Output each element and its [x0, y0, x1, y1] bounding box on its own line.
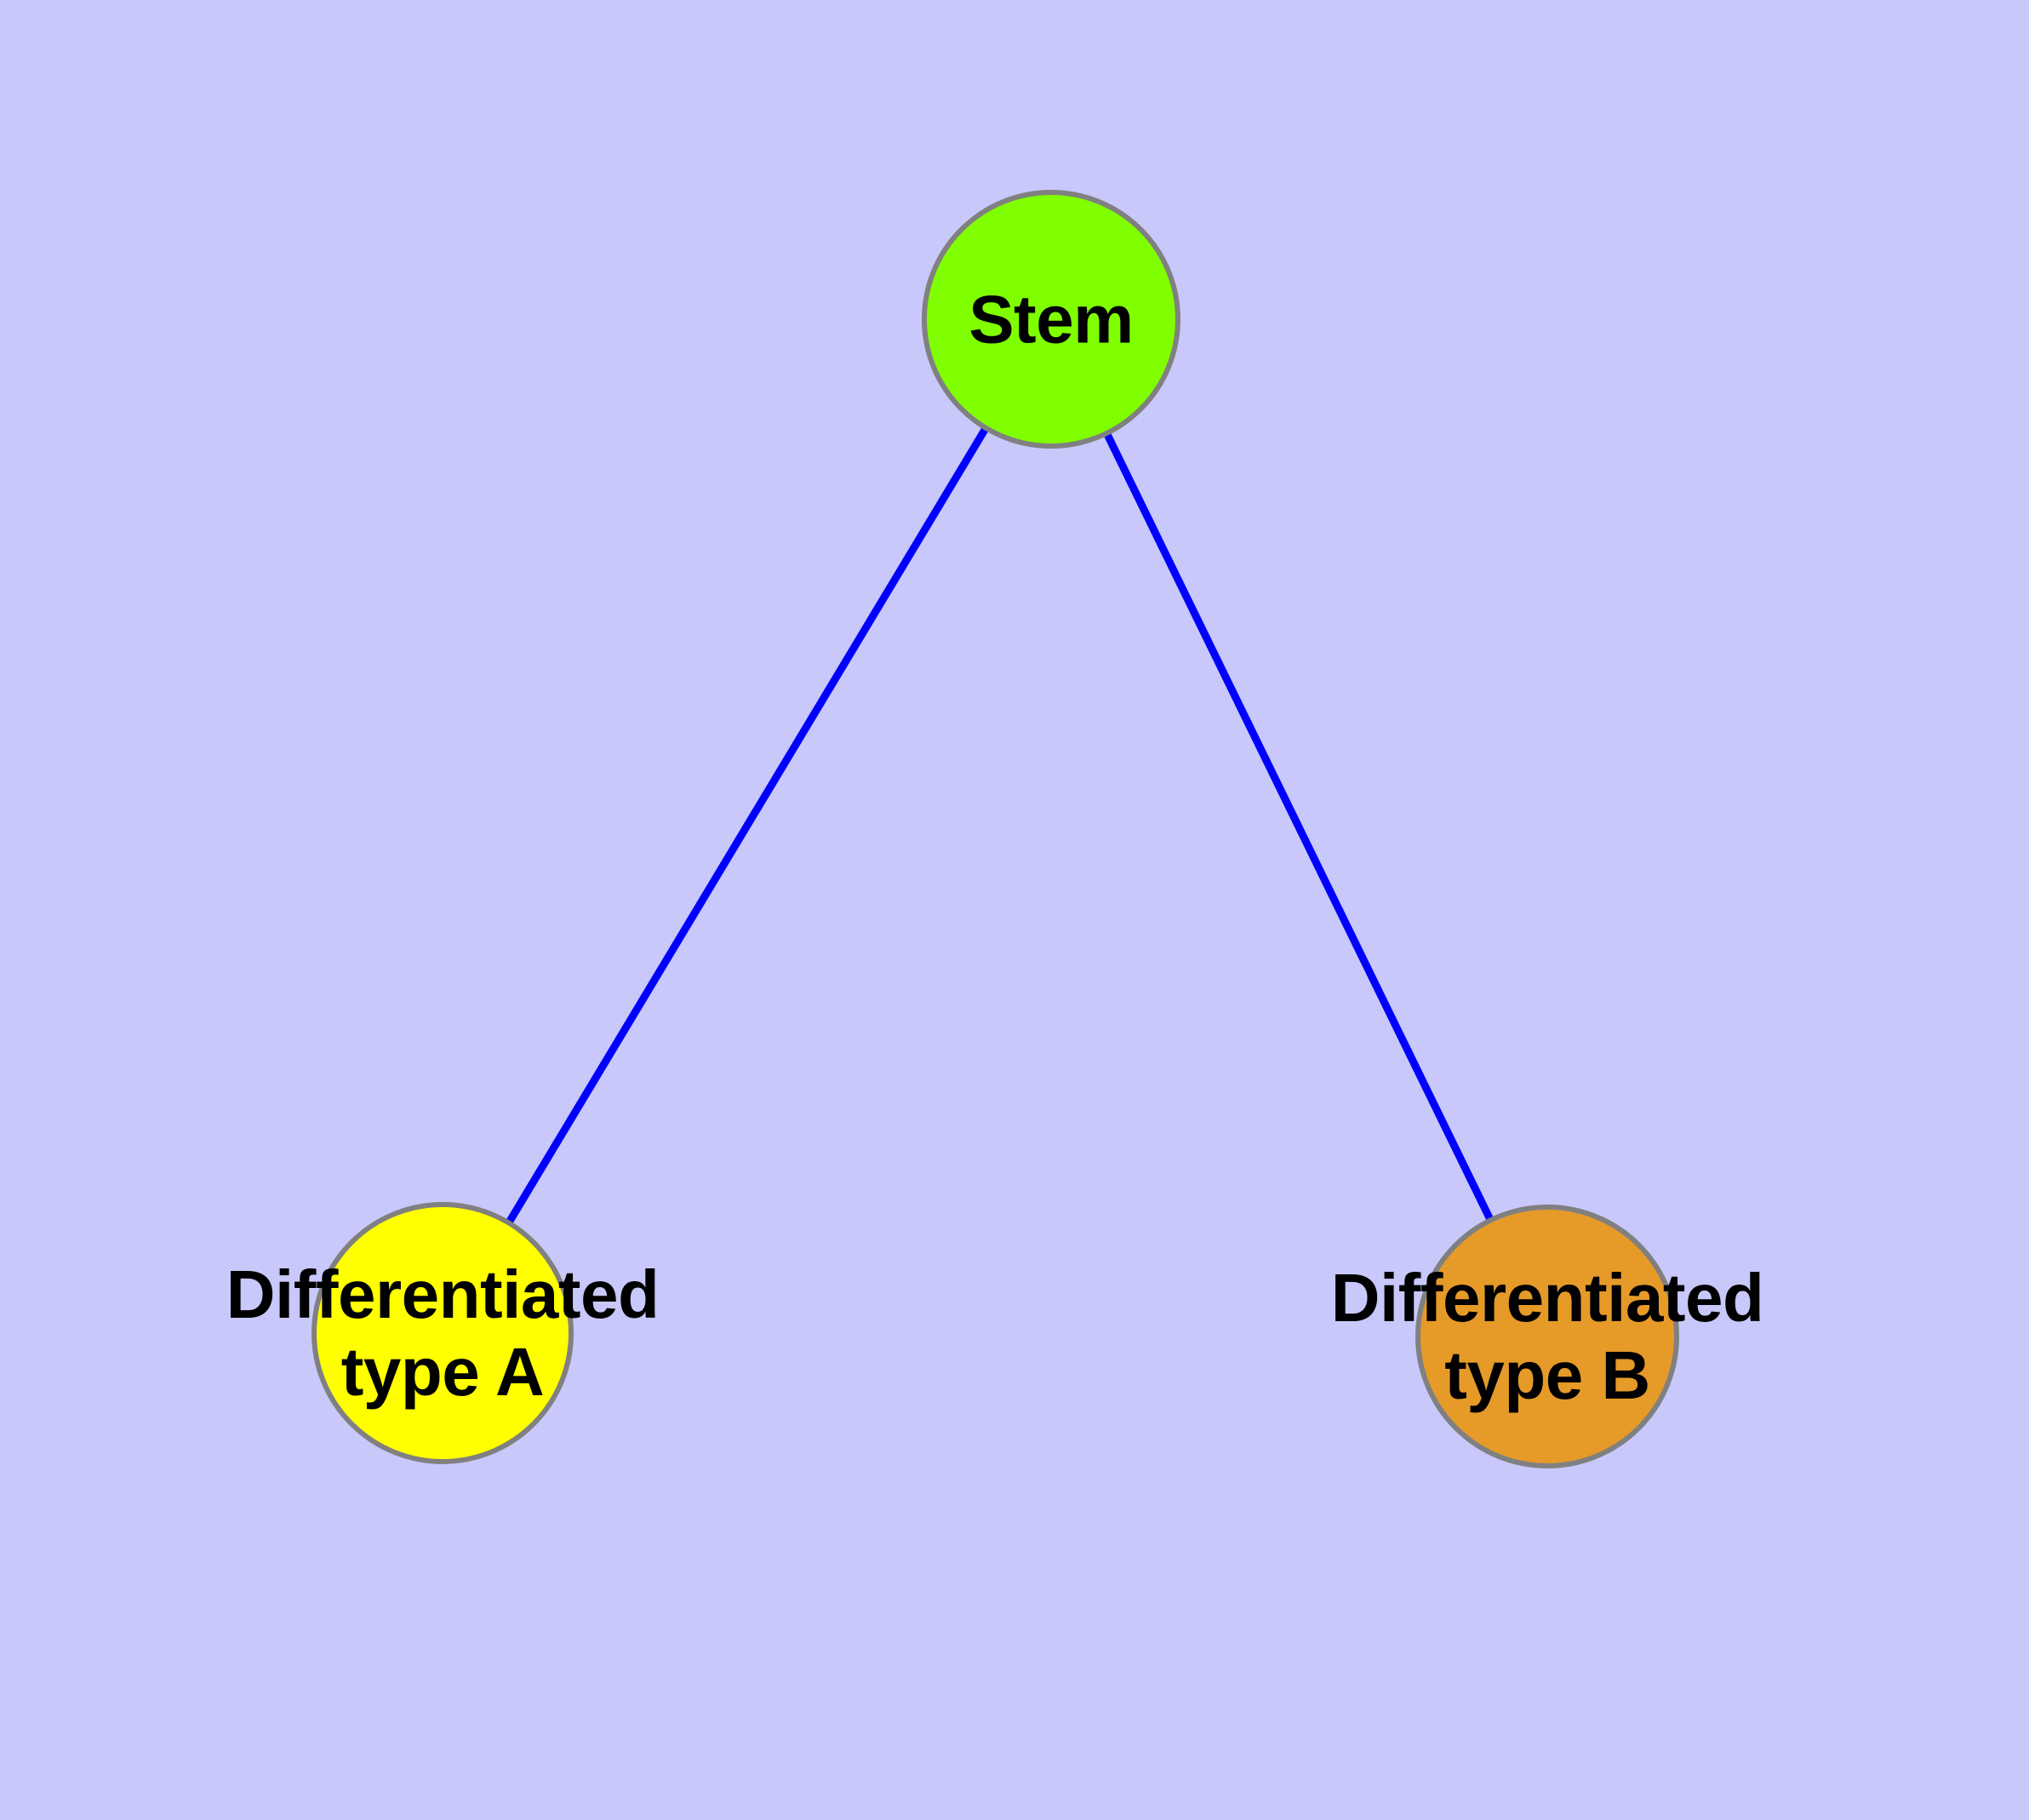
node-differentiated-type-b-circle[interactable]	[1415, 1205, 1679, 1468]
node-differentiated-type-a[interactable]: Differentiated type A	[226, 1202, 660, 1464]
edge-stem-to-diff-b	[1102, 431, 1495, 1223]
node-differentiated-type-b[interactable]: Differentiated type B	[1331, 1205, 1764, 1468]
node-stem-circle[interactable]	[922, 190, 1180, 449]
node-differentiated-type-a-circle[interactable]	[311, 1202, 574, 1464]
edge-stem-to-diff-a	[505, 425, 990, 1226]
node-stem[interactable]: Stem	[922, 190, 1180, 449]
